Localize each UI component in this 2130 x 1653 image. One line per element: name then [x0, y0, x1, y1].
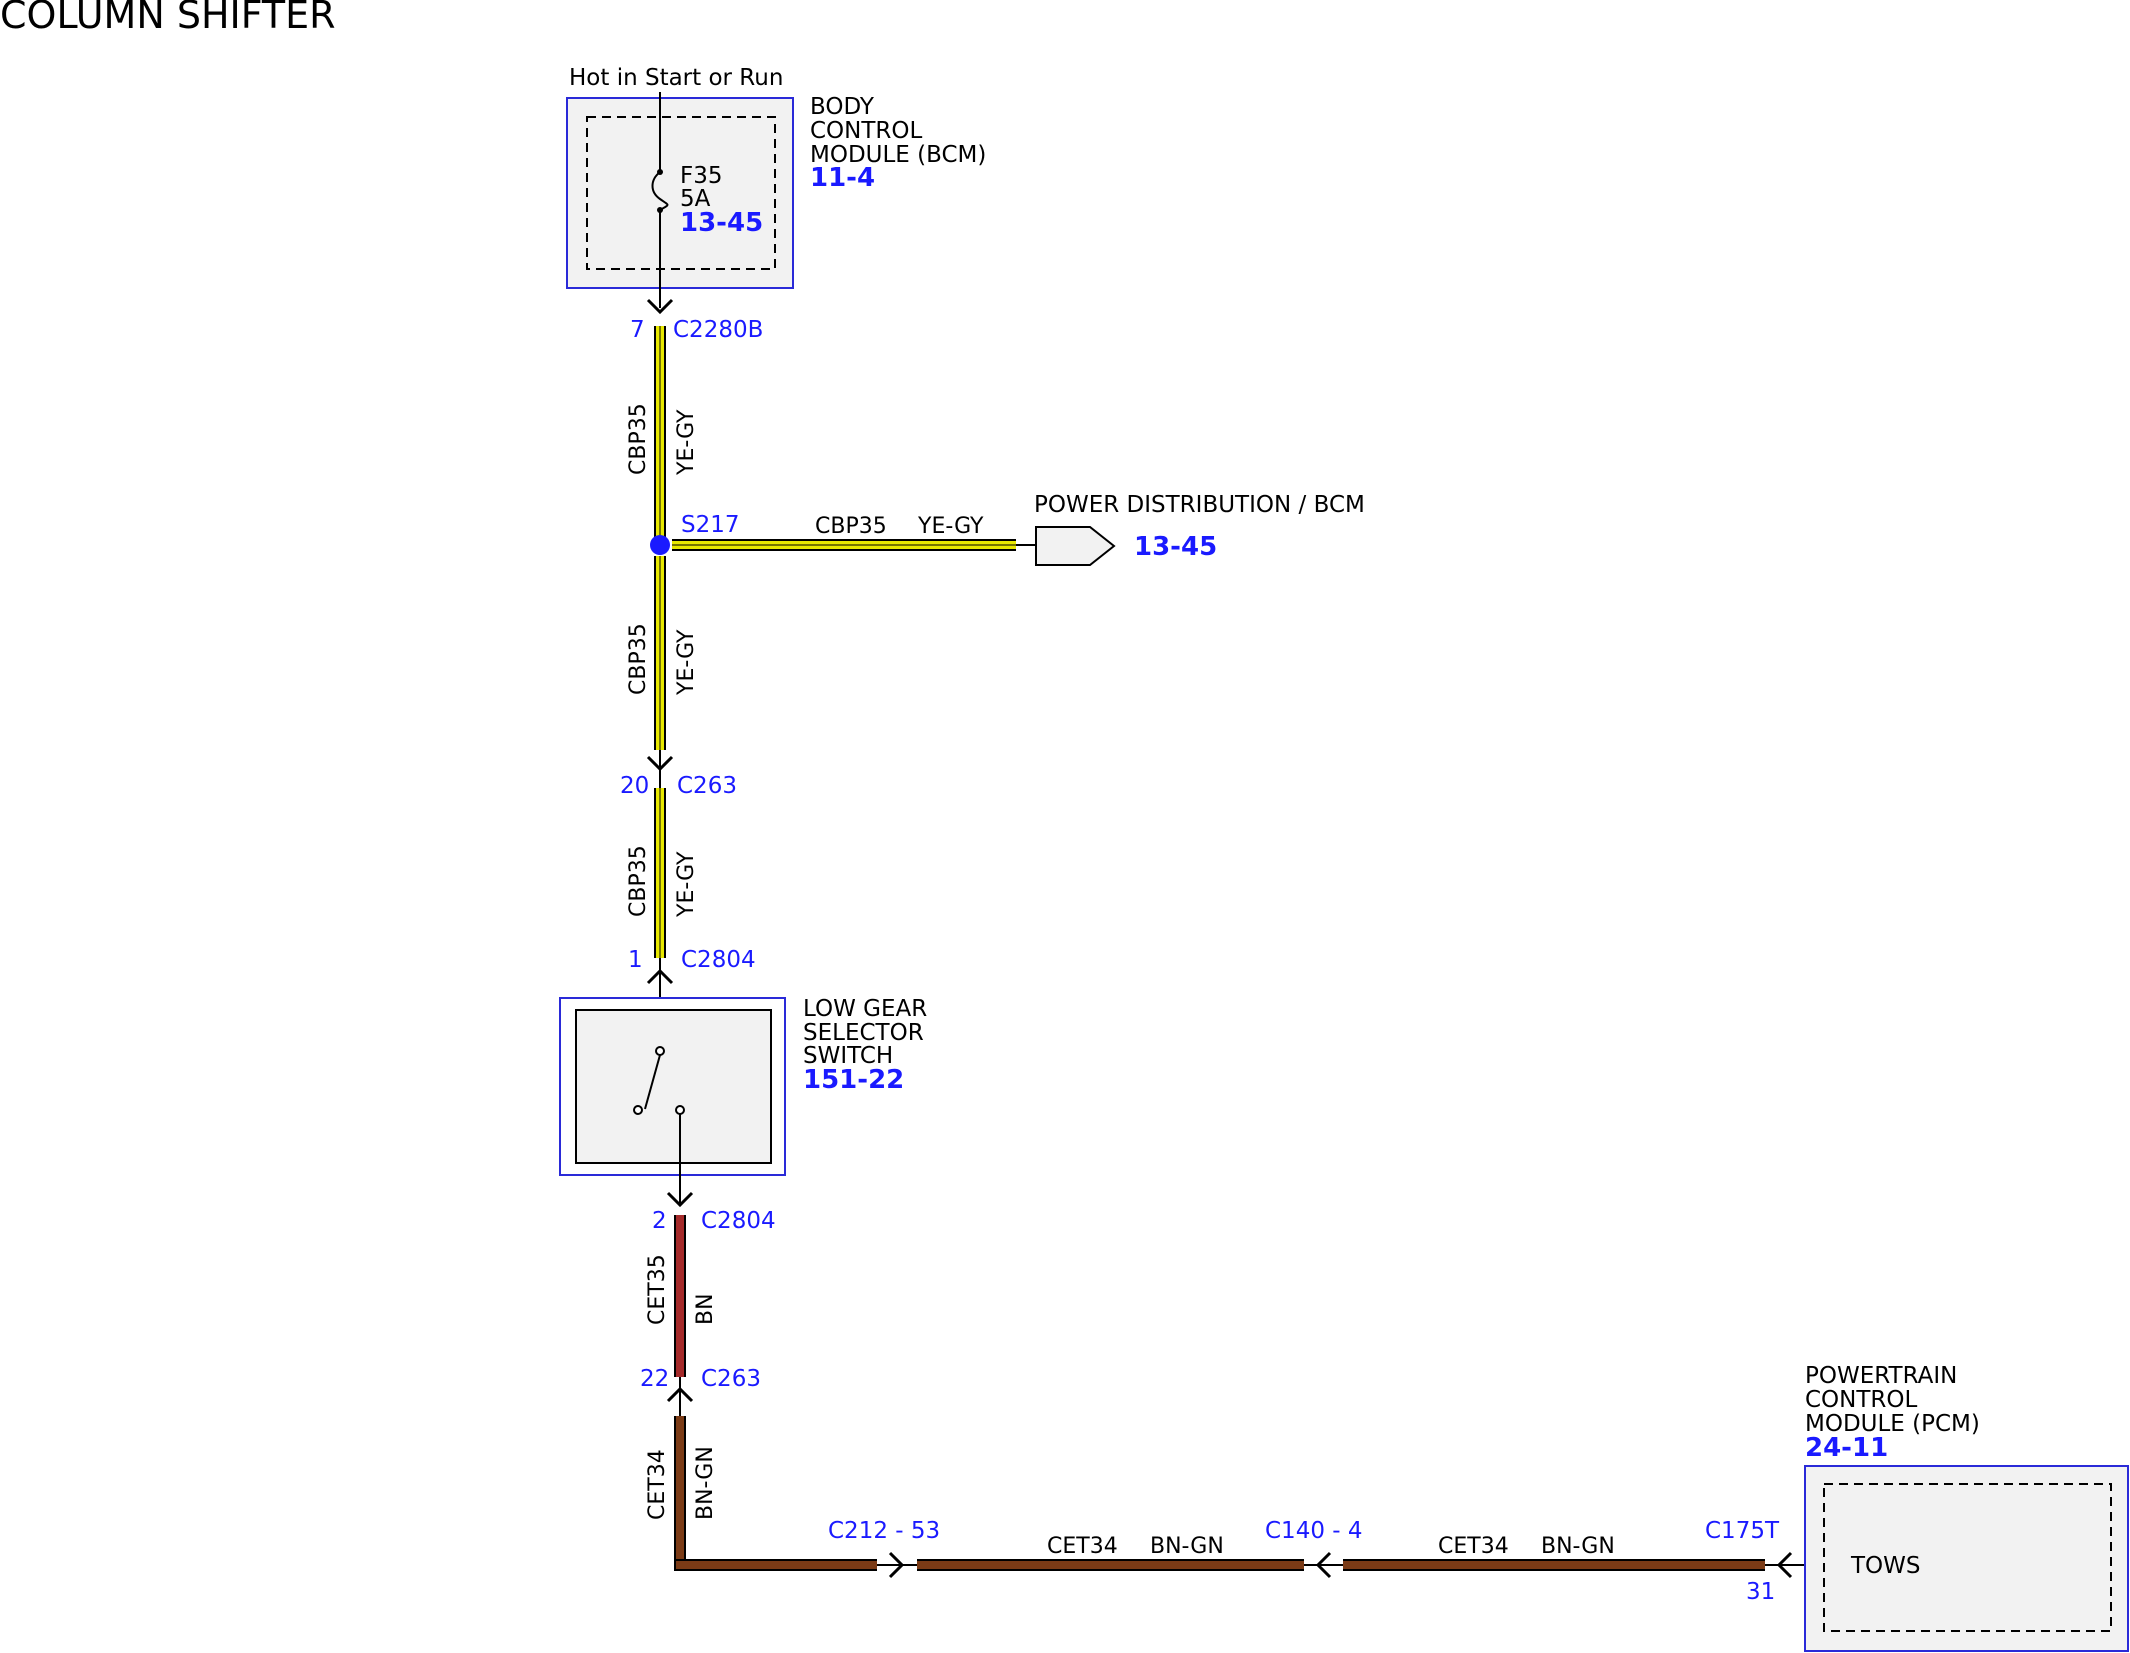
- power-distribution-label: POWER DISTRIBUTION / BCM: [1034, 492, 1365, 518]
- wire-seg3-circuit: CBP35: [626, 845, 651, 917]
- wire-seg4-circuit: CET35: [645, 1254, 670, 1325]
- bcm-name-line3: MODULE (BCM): [810, 142, 986, 168]
- powertrain-control-module[interactable]: [1804, 1465, 2129, 1652]
- bcm-outer-box: [566, 97, 794, 289]
- wire-seg6-circuit: CET34: [1047, 1534, 1118, 1559]
- switch-name-line2: SELECTOR: [803, 1020, 924, 1046]
- connector-c140-chevron-icon: [1315, 1551, 1332, 1579]
- connector-c2280b-chevron-icon: [646, 298, 674, 315]
- c263-a-pin: 20: [620, 773, 649, 799]
- c175t-label[interactable]: C175T: [1705, 1518, 1780, 1544]
- c2804-b-pin: 2: [652, 1208, 667, 1234]
- switch-contact-output: [675, 1105, 685, 1115]
- bcm-supply-label: Hot in Start or Run: [569, 65, 783, 91]
- pcm-name-line2: CONTROL: [1805, 1387, 1918, 1413]
- pcm-outer-box: [1804, 1465, 2129, 1652]
- wire-seg1-circuit: CBP35: [626, 403, 651, 475]
- bcm-ref-link[interactable]: 11-4: [810, 163, 875, 193]
- switch-inner-box: [575, 1009, 772, 1164]
- connector-c263-b-chevron-icon: [666, 1386, 694, 1403]
- fuse-f35-icon: [651, 171, 669, 211]
- diagram-title: COLUMN SHIFTER: [0, 0, 336, 37]
- c212-label[interactable]: C212 - 53: [828, 1518, 940, 1544]
- c2280b-pin: 7: [630, 317, 645, 343]
- c175t-pin: 31: [1746, 1579, 1775, 1605]
- c2804-b-name[interactable]: C2804: [701, 1208, 776, 1234]
- power-distribution-arrow-icon[interactable]: [1035, 526, 1116, 566]
- c140-label[interactable]: C140 - 4: [1265, 1518, 1363, 1544]
- wire-branch-circuit: CBP35: [815, 514, 887, 539]
- wire-seg4-color: BN: [693, 1293, 718, 1325]
- wire-branch-color: YE-GY: [917, 514, 984, 539]
- low-gear-selector-switch[interactable]: [559, 997, 786, 1176]
- wire-seg5-circuit: CET34: [645, 1449, 670, 1520]
- c263-b-pin: 22: [640, 1366, 669, 1392]
- pcm-name-line3: MODULE (PCM): [1805, 1411, 1980, 1437]
- wire-seg4-bn[interactable]: [674, 1215, 686, 1377]
- wire-seg1-ye-gy[interactable]: [654, 326, 666, 544]
- connector-c212-chevron-icon: [888, 1551, 905, 1579]
- c2804-a-name[interactable]: C2804: [681, 947, 756, 973]
- wire-seg2-ye-gy[interactable]: [654, 556, 666, 750]
- wire-seg6-color: BN-GN: [1150, 1534, 1224, 1559]
- pcm-name-line1: POWERTRAIN: [1805, 1363, 1957, 1389]
- wire-seg7-circuit: CET34: [1438, 1534, 1509, 1559]
- fuse-name: F35: [680, 163, 723, 189]
- wire-seg3-color: YE-GY: [674, 851, 699, 918]
- bcm-name-line2: CONTROL: [810, 118, 923, 144]
- wire-seg7-bn-gn[interactable]: [1343, 1559, 1765, 1571]
- bcm-inner-box: [586, 116, 776, 270]
- connector-c175t-chevron-icon: [1776, 1551, 1793, 1579]
- wire-seg5-bn-gn[interactable]: [674, 1416, 877, 1571]
- c263-b-name[interactable]: C263: [701, 1366, 761, 1392]
- wire-branch-ye-gy[interactable]: [672, 539, 1016, 551]
- splice-s217[interactable]: [650, 535, 670, 555]
- fuse-ref-link[interactable]: 13-45: [680, 208, 763, 238]
- power-distribution-ref-link[interactable]: 13-45: [1134, 532, 1217, 562]
- splice-s217-label: S217: [681, 512, 740, 538]
- pcm-inner-box: [1823, 1483, 2112, 1632]
- connector-c263-a-chevron-icon: [646, 755, 674, 772]
- connector-c2804-b-chevron-icon: [666, 1191, 694, 1208]
- pcm-pin-label: TOWS: [1850, 1553, 1921, 1579]
- switch-name-line3: SWITCH: [803, 1043, 893, 1069]
- wire-seg1-color: YE-GY: [674, 409, 699, 476]
- c2804-a-pin: 1: [628, 947, 643, 973]
- switch-blade-icon: [644, 1054, 661, 1110]
- wire-seg6-bn-gn[interactable]: [917, 1559, 1304, 1571]
- body-control-module[interactable]: [566, 97, 794, 289]
- switch-ref-link[interactable]: 151-22: [803, 1065, 904, 1095]
- c2280b-name[interactable]: C2280B: [673, 317, 763, 343]
- connector-c2804-a-chevron-icon: [646, 968, 674, 985]
- wire-seg3-ye-gy[interactable]: [654, 788, 666, 958]
- bcm-name-line1: BODY: [810, 94, 875, 120]
- wire-seg2-circuit: CBP35: [626, 623, 651, 695]
- c263-a-name[interactable]: C263: [677, 773, 737, 799]
- wire-seg5-color: BN-GN: [693, 1446, 718, 1520]
- switch-contact-common: [655, 1046, 665, 1056]
- fuse-rating: 5A: [680, 186, 711, 212]
- wire-seg7-color: BN-GN: [1541, 1534, 1615, 1559]
- wire-seg2-color: YE-GY: [674, 629, 699, 696]
- pcm-ref-link[interactable]: 24-11: [1805, 1433, 1888, 1463]
- switch-contact-open: [633, 1105, 643, 1115]
- switch-name-line1: LOW GEAR: [803, 996, 927, 1022]
- fuse-terminal-top: [657, 169, 663, 175]
